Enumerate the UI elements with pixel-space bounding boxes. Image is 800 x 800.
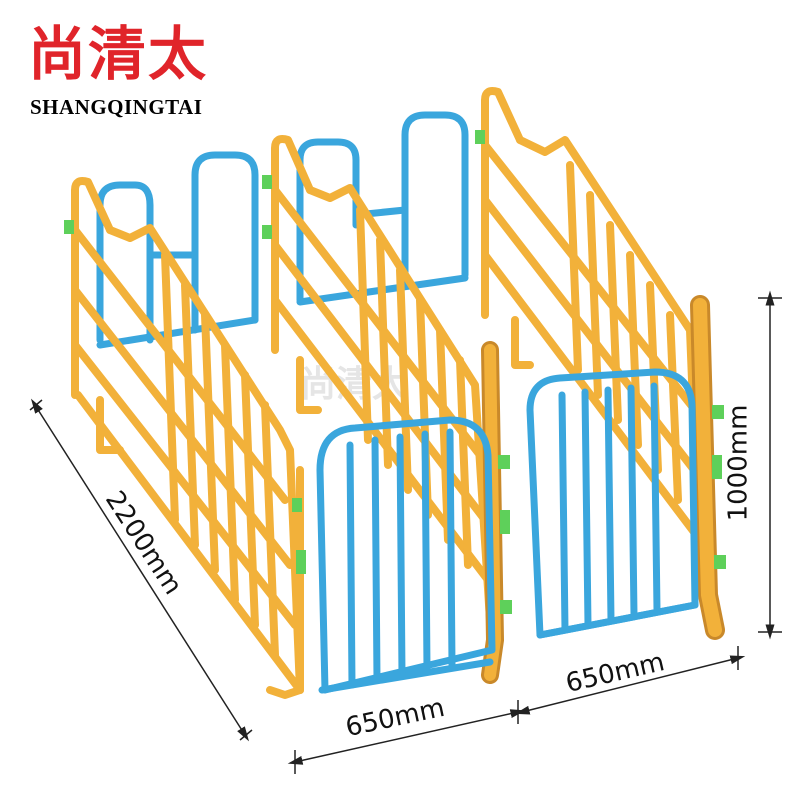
brand-logo-english: SHANGQINGTAI (30, 95, 203, 119)
brand-logo-chinese: 尚清太 (28, 20, 209, 88)
front-gate-right (526, 368, 699, 639)
dimension-lines (29, 290, 782, 774)
dimension-height-label: 1000mm (723, 404, 754, 522)
clips (64, 130, 726, 614)
back-gate-left (96, 151, 259, 349)
right-stall-frame (481, 87, 704, 584)
middle-stall-frame (271, 135, 494, 624)
front-gate-left (316, 416, 496, 694)
